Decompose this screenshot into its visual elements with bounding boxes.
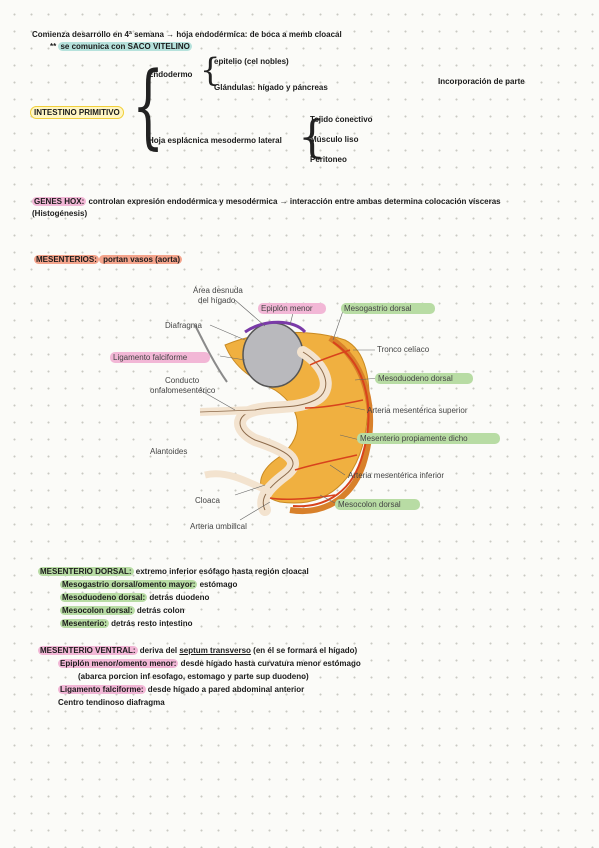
histogenesis: (Histogénesis) (32, 209, 88, 218)
alantoides-label: Alantoides (150, 447, 187, 456)
gut-outline (239, 351, 327, 511)
leader-mesocolon (319, 494, 336, 504)
mesoduodeno-label: Mesoduodeno dorsal (378, 374, 453, 383)
saco-vitelino-highlight: se comunica con SACO VITELINO (58, 42, 192, 51)
glandulas-label: Glándulas: hígado y páncreas (214, 83, 328, 92)
mesenterios-line: MESENTERIOS: portan vasos (aorta) (34, 255, 183, 265)
vessel-1 (309, 349, 351, 366)
dorsal-item-2-value: detrás duodeno (147, 593, 210, 602)
mesodermo-brace: { (298, 112, 326, 163)
umbilical-label: Arteria umbilical (190, 522, 247, 531)
genes-hox-line: GENES HOX: controlan expresión endodérmi… (32, 197, 501, 207)
dorsal-highlight: MESENTERIO DORSAL: (38, 567, 134, 576)
dorsal-text: extremo inferior esófago hasta región cl… (133, 567, 309, 576)
asterisks: ** (50, 42, 57, 51)
ligamento-line: Ligamento falciforme: desde hígado a par… (58, 685, 304, 695)
dorsal-item-2: Mesoduodeno dorsal: detrás duodeno (60, 593, 209, 603)
intro-line-1: Comienza desarrollo en 4ª semana → hoja … (32, 30, 342, 39)
ligamento-value: desde hígado a pared abdominal anterior (145, 685, 305, 694)
vessel-3 (294, 454, 358, 471)
intro-line-2: ** se comunica con SACO VITELINO (50, 42, 192, 52)
mesenterio-bg (357, 433, 500, 444)
peritoneo-label: Peritoneo (310, 155, 347, 164)
art-sup-label: Arteria mesentérica superior (367, 406, 468, 415)
conducto-label-1: Conducto (165, 376, 200, 385)
incorporacion-label: Incorporación de parte (438, 77, 525, 86)
mesodermo-label: Hoja esplácnica mesodermo lateral (148, 136, 282, 145)
mesocolon-label: Mesocolon dorsal (338, 500, 401, 509)
septum-transverso: septum transverso (179, 646, 251, 655)
epiplon-menor-line (244, 320, 307, 334)
embryo-mesentery-figure: Área desnuda del hígado Epiplón menor Me… (110, 286, 500, 531)
ventral-pre: deriva del (137, 646, 180, 655)
dorsal-item-3-value: detrás colon (134, 606, 185, 615)
cloaca-label: Cloaca (195, 496, 220, 505)
mesogastrio-label: Mesogastrio dorsal (344, 304, 412, 313)
tejido-conectivo-label: Tejido conectivo (310, 115, 373, 124)
conducto-outline (199, 409, 256, 413)
mesenterios-highlight: MESENTERIOS: (34, 255, 99, 264)
dorsal-item-3-key: Mesocolon dorsal: (60, 606, 135, 615)
area-label-1: Área desnuda (193, 286, 243, 295)
leader-falciforme (219, 355, 246, 361)
leader-umbilical (239, 501, 271, 521)
leader-art-sup (344, 405, 366, 411)
conducto-label-2: onfalomesentérico (150, 386, 216, 395)
dorsal-item-4: Mesenterio: detrás resto intestino (60, 619, 192, 629)
ventral-line: MESENTERIO VENTRAL: deriva del septum tr… (38, 646, 357, 656)
intestino-primitivo: INTESTINO PRIMITIVO (30, 106, 124, 119)
epiplon-note: (abarca porcion inf esofago, estomago y … (78, 672, 309, 681)
leader-conducto (199, 389, 236, 411)
epiplon-bg (258, 303, 326, 314)
centro-tendinoso: Centro tendinoso diafragma (58, 698, 165, 707)
falciforme-label: Ligamento falciforme (113, 353, 188, 362)
genes-hox-text: controlan expresión endodérmica y mesodé… (86, 197, 501, 206)
ventral-post: (en él se formará el hígado) (250, 646, 358, 655)
endodermo-label: Endodermo (148, 70, 193, 79)
diaphragm (194, 324, 228, 383)
dorsal-line: MESENTERIO DORSAL: extremo inferior esóf… (38, 567, 309, 577)
epitelio-label: epitelio (cel nobles) (214, 57, 289, 66)
ligamento-key: Ligamento falciforme: (58, 685, 146, 694)
falciforme-bg (110, 352, 210, 363)
mesoduodeno-bg (375, 373, 473, 384)
aorta (292, 341, 370, 508)
dorsal-item-1-key: Mesogastrio dorsal/omento mayor: (60, 580, 198, 589)
dorsal-item-2-key: Mesoduodeno dorsal: (60, 593, 148, 602)
art-inf-label: Arteria mesentérica inferior (348, 471, 444, 480)
mesenterio-label: Mesenterio propiamente dicho (360, 434, 468, 443)
alantoides (204, 470, 272, 496)
endodermo-brace: { (200, 51, 221, 89)
musculo-liso-label: Músculo liso (310, 135, 359, 144)
vessel-2 (304, 399, 364, 409)
mesogastrio-bg (341, 303, 435, 314)
ventral-highlight: MESENTERIO VENTRAL: (38, 646, 138, 655)
area-label-2: del hígado (198, 296, 236, 305)
epiplon-line: Epiplón menor/omento menor: desde hígado… (58, 659, 361, 669)
leader-mesenterio (339, 434, 361, 441)
dorsal-item-4-value: detrás resto intestino (108, 619, 193, 628)
dorsal-item-1-value: estómago (197, 580, 238, 589)
leader-cloaca (234, 484, 266, 496)
vessel-4 (269, 494, 336, 500)
leader-area (234, 299, 266, 327)
leader-art-inf (329, 464, 346, 476)
intestino-primitivo-highlight: INTESTINO PRIMITIVO (30, 106, 124, 119)
dorsal-item-3: Mesocolon dorsal: detrás colon (60, 606, 184, 616)
diafragma-label: Diafragma (165, 321, 202, 330)
epiplon-label: Epiplón menor (261, 304, 313, 313)
root-brace: { (132, 52, 165, 159)
dorsal-item-4-key: Mesenterio: (60, 619, 109, 628)
liver (242, 322, 304, 388)
leader-diafragma (209, 324, 246, 341)
mesenterios-text: portan vasos (aorta) (98, 255, 183, 264)
mesocolon-bg (335, 499, 420, 510)
genes-hox-highlight: GENES HOX: (32, 197, 87, 206)
epiplon-key: Epiplón menor/omento menor: (58, 659, 179, 668)
dorsal-item-1: Mesogastrio dorsal/omento mayor: estómag… (60, 580, 237, 590)
tronco-label: Tronco celíaco (377, 345, 430, 354)
epiplon-value: desde hígado hasta curvatura menor estóm… (178, 659, 361, 668)
